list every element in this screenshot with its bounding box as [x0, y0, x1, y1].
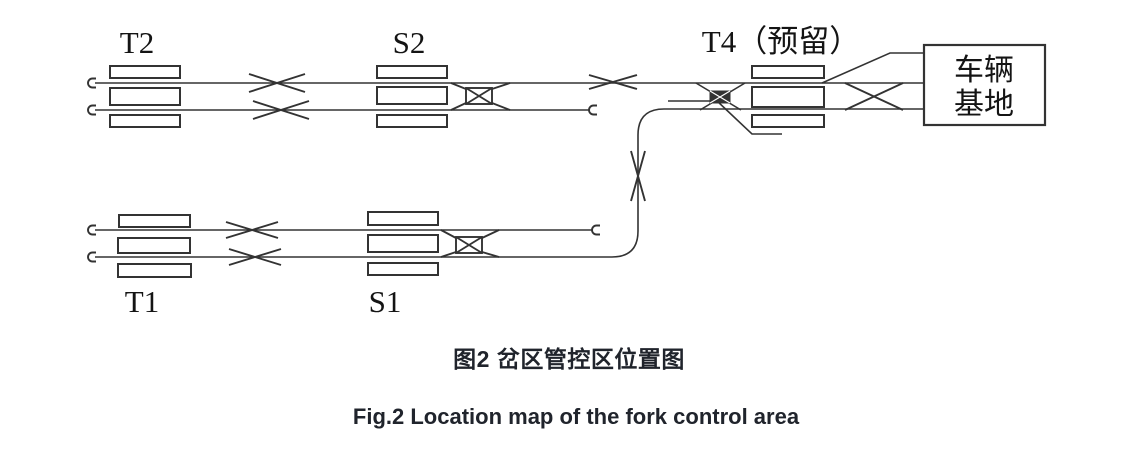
platform — [367, 211, 439, 226]
station-t4: T4（预留） — [702, 24, 860, 128]
platform — [109, 114, 181, 128]
station-s1: S1 — [367, 211, 439, 319]
platform — [751, 86, 825, 108]
lower-tracks — [87, 108, 924, 263]
platform — [367, 262, 439, 276]
platform — [109, 65, 181, 79]
depot-label-line2: 基地 — [954, 88, 1014, 121]
platform — [751, 65, 825, 79]
platform — [751, 114, 825, 128]
buffer-stop-icon — [87, 104, 96, 116]
station-label-t1: T1 — [125, 284, 159, 319]
figure-caption-zh: 图2 岔区管控区位置图 — [453, 346, 685, 372]
station-t2: T2 — [109, 25, 181, 128]
station-label-t2: T2 — [120, 25, 154, 60]
buffer-stop-icon — [87, 77, 96, 89]
scissors-crossover-icon — [440, 229, 500, 258]
station-s2: S2 — [376, 25, 448, 128]
station-label-t4: T4（预留） — [702, 24, 860, 59]
platform — [367, 234, 439, 253]
station-label-s2: S2 — [393, 25, 426, 60]
diamond-core-x — [709, 90, 731, 104]
platform — [117, 237, 191, 254]
buffer-stop-icon — [588, 104, 597, 116]
platform — [376, 114, 448, 128]
depot-box — [922, 43, 1047, 127]
track-crossover-x-icon — [588, 74, 638, 90]
track-crossover-x-icon — [630, 150, 646, 202]
track-crossover-x-icon — [225, 221, 279, 239]
depot-vehicle-base: 车辆 基地 — [922, 43, 1047, 127]
diamond-crossing-icon — [668, 82, 782, 135]
platform — [376, 86, 448, 105]
station-t1: T1 — [117, 214, 192, 319]
depot-approach-tracks — [821, 52, 924, 111]
scissors-crossover-icon — [450, 82, 511, 111]
lower-track-2-connector — [95, 108, 924, 258]
buffer-stop-icon — [591, 224, 600, 236]
track-crossover-x-icon — [252, 100, 310, 120]
track-crossover-x-icon — [844, 82, 904, 111]
platform — [376, 65, 448, 79]
buffer-stop-icon — [87, 251, 96, 263]
depot-label-line1: 车辆 — [954, 54, 1014, 87]
track-crossover-x-icon — [228, 248, 282, 266]
depot-branch-diagonal — [821, 52, 924, 84]
figure-caption-en: Fig.2 Location map of the fork control a… — [352, 404, 800, 429]
platform — [109, 87, 181, 106]
track-crossover-x-icon — [248, 73, 306, 93]
station-label-s1: S1 — [369, 284, 402, 319]
platform — [117, 263, 192, 278]
platform — [118, 214, 191, 228]
stub-track — [715, 99, 782, 135]
buffer-stop-icon — [87, 224, 96, 236]
